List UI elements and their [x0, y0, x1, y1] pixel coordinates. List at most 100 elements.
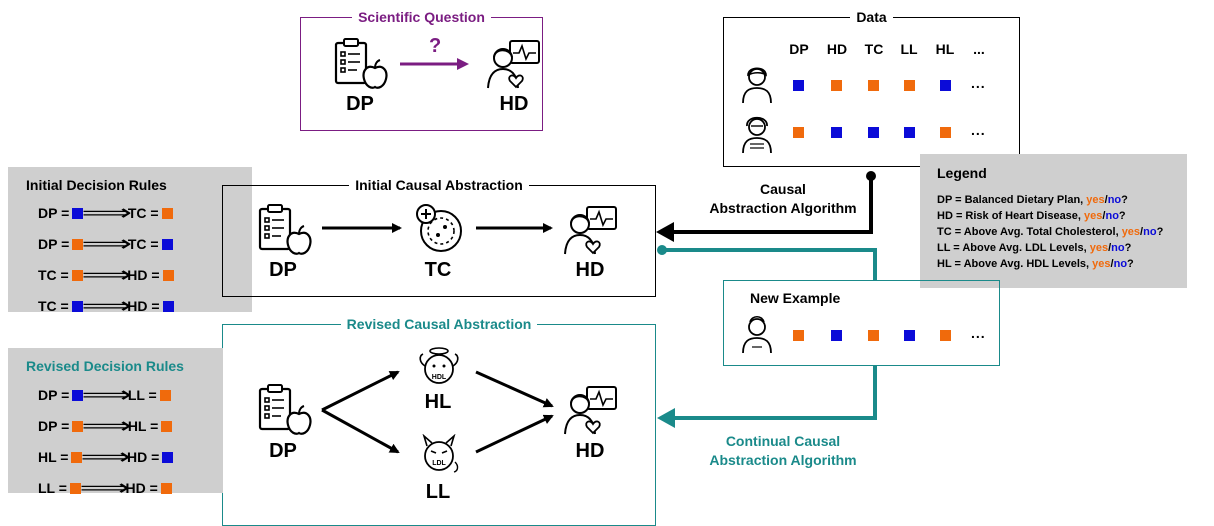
data-cell	[904, 127, 915, 138]
data-panel: Data	[723, 9, 1020, 167]
data-cell	[940, 330, 951, 341]
teal-connector-top	[662, 248, 877, 280]
data-col-dp: DP	[789, 41, 809, 57]
data-cell	[940, 80, 951, 91]
rule-lhs: TC =	[38, 267, 69, 283]
rca-ll-label: LL	[425, 481, 451, 503]
data-row-1-more: ...	[971, 122, 986, 138]
continual-algorithm-label: Continual Causal Abstraction Algorithm	[709, 433, 857, 468]
implies-arrow-icon: ⟹	[81, 231, 133, 256]
data-cell	[831, 80, 842, 91]
rule-rhs: TC =	[127, 236, 159, 252]
revised-abstraction-title: Revised Causal Abstraction	[340, 316, 538, 332]
doctor-heart-monitor-icon	[563, 204, 619, 261]
rule-lhs-square	[72, 207, 84, 219]
revised-rules-title: Revised Decision Rules	[26, 358, 184, 374]
initial-rule-3: TC = ⟹HD =	[38, 295, 177, 317]
legend-item-3: LL = Above Avg. LDL Levels, yes/no?	[937, 242, 1132, 254]
revised-rules-list: DP =⟹LL =DP =⟹HL =HL =⟹HD =LL =⟹HD =	[38, 384, 176, 508]
rule-rhs: LL =	[127, 387, 157, 403]
revised-rule-1: DP = ⟹HL =	[38, 415, 176, 437]
rca-hd-label: HD	[575, 440, 605, 462]
hl-badge-text: HDL	[432, 374, 447, 381]
initial-rules-panel	[8, 167, 252, 312]
rule-rhs-square	[161, 420, 173, 432]
implies-arrow-icon: ⟹	[81, 293, 132, 318]
angel-hdl-icon: HDL	[418, 346, 460, 391]
rca-hl-label: HL	[424, 391, 452, 413]
rule-lhs: DP =	[38, 387, 70, 403]
data-cell	[831, 127, 842, 138]
rule-rhs: TC =	[127, 205, 159, 221]
clipboard-apple-icon	[257, 384, 313, 441]
rule-lhs-square	[71, 451, 83, 463]
rule-rhs-square	[161, 207, 173, 219]
rule-rhs: HL =	[127, 418, 159, 434]
rca-dp-label: DP	[269, 440, 297, 462]
rule-lhs: LL =	[38, 480, 67, 496]
data-cell	[793, 80, 804, 91]
legend-title: Legend	[937, 165, 987, 181]
rule-lhs: DP =	[38, 205, 70, 221]
data-cell	[904, 80, 915, 91]
initial-rule-1: DP = ⟹TC =	[38, 233, 177, 255]
causal-algorithm-label: Causal Abstraction Algorithm	[709, 181, 857, 216]
implies-arrow-icon: ⟹	[79, 475, 130, 500]
data-cell	[904, 330, 915, 341]
data-col-ll: LL	[900, 41, 918, 57]
rule-rhs-square	[162, 300, 174, 312]
rule-rhs-square	[160, 482, 172, 494]
revised-rule-2: HL = ⟹HD =	[38, 446, 176, 468]
clipboard-apple-icon	[257, 204, 313, 261]
rule-rhs-square	[162, 451, 174, 463]
implies-arrow-icon: ⟹	[81, 444, 132, 469]
clipboard-apple-icon	[333, 38, 389, 95]
sq-dp-label: DP	[346, 93, 374, 115]
data-cell	[831, 330, 842, 341]
rule-lhs-square	[72, 420, 84, 432]
question-mark: ?	[429, 35, 442, 57]
rule-rhs-square	[159, 389, 171, 401]
new-example-box	[723, 280, 1000, 366]
initial-abstraction-title: Initial Causal Abstraction	[349, 177, 529, 193]
devil-ldl-icon: LDL	[418, 433, 460, 479]
initial-rules-title: Initial Decision Rules	[26, 177, 167, 193]
implies-arrow-icon: ⟹	[81, 413, 133, 438]
ll-badge-text: LDL	[432, 460, 446, 467]
old-person-icon	[740, 112, 774, 159]
rule-lhs: TC =	[38, 298, 69, 314]
doctor-heart-monitor-icon	[486, 38, 542, 95]
rule-rhs: HD =	[125, 480, 158, 496]
initial-rule-2: TC =⟹HD =	[38, 264, 177, 286]
data-col-tc: TC	[864, 41, 884, 57]
revised-rule-0: DP =⟹LL =	[38, 384, 176, 406]
rule-rhs: HD =	[127, 449, 160, 465]
data-col-hl: HL	[935, 41, 955, 57]
new-example-more: ...	[971, 325, 986, 341]
data-cell	[868, 127, 879, 138]
legend-item-4: HL = Above Avg. HDL Levels, yes/no?	[937, 258, 1134, 270]
data-cell	[940, 127, 951, 138]
new-example-title: New Example	[750, 290, 841, 306]
person-icon	[740, 64, 774, 109]
rule-lhs-square	[72, 389, 84, 401]
rule-lhs-square	[72, 238, 84, 250]
rule-lhs: HL =	[38, 449, 69, 465]
rule-lhs: DP =	[38, 418, 70, 434]
legend-item-0: DP = Balanced Dietary Plan, yes/no?	[937, 194, 1128, 206]
data-cell	[793, 330, 804, 341]
legend-item-1: HD = Risk of Heart Disease, yes/no?	[937, 210, 1126, 222]
revised-rules-panel	[8, 348, 223, 493]
implies-arrow-icon: ⟹	[81, 200, 133, 225]
initial-rule-0: DP = ⟹TC =	[38, 202, 177, 224]
rule-rhs: HD =	[127, 298, 160, 314]
ica-tc-label: TC	[424, 259, 452, 281]
rule-lhs: DP =	[38, 236, 70, 252]
ica-hd-label: HD	[575, 259, 605, 281]
legend-item-2: TC = Above Avg. Total Cholesterol, yes/n…	[937, 226, 1164, 238]
legend-panel	[920, 154, 1187, 288]
scientific-question-title: Scientific Question	[352, 9, 491, 25]
causal-algorithm-connector	[672, 178, 873, 234]
initial-rules-list: DP =⟹TC =DP =⟹TC =TC =⟹HD =TC =⟹HD =	[38, 202, 177, 326]
